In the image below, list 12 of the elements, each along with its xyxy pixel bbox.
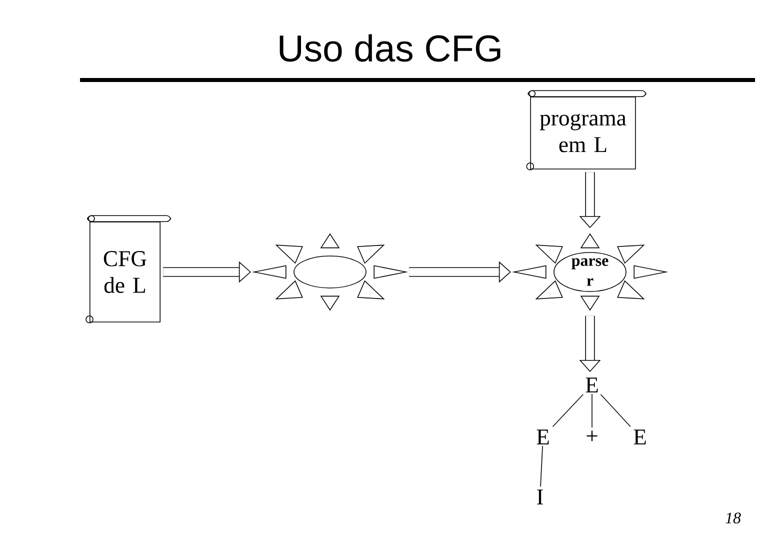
title: Uso das CFG xyxy=(280,34,500,62)
tree-symbol: E xyxy=(634,430,646,444)
tree-symbol: E xyxy=(586,378,598,392)
tree-symbol: E xyxy=(536,430,549,444)
scroll: CFG de L xyxy=(86,215,171,324)
tree-symbol: + xyxy=(586,430,598,442)
page-number: 18 xyxy=(726,512,741,524)
tree-branch xyxy=(540,446,543,488)
tree-branch xyxy=(552,394,584,428)
scroll: programa em L xyxy=(526,90,646,170)
tree-branch xyxy=(600,394,631,428)
tree-symbol: I xyxy=(537,490,543,504)
